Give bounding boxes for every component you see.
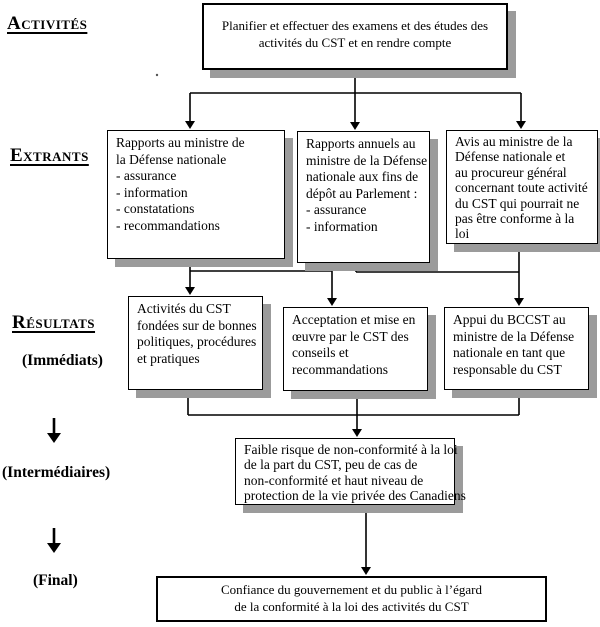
down-arrow-head (47, 433, 61, 443)
result-box-cse-activities: Activités du CST fondées sur de bonnes p… (128, 296, 263, 390)
arrowhead-final (361, 567, 371, 575)
arrowhead-result1 (185, 287, 195, 295)
scan-speck (155, 73, 159, 77)
output-box-reports-minister: Rapports au ministre de la Défense natio… (107, 130, 285, 259)
arrowhead-output1 (185, 121, 195, 129)
flow-lines (187, 70, 522, 567)
down-arrow-icon (47, 528, 61, 553)
arrowhead-output3 (516, 121, 526, 129)
row-label-activities: Activités (7, 13, 88, 34)
output-box-annual-reports: Rapports annuels au ministre de la Défen… (297, 131, 430, 263)
row-label-results: Résultats (12, 312, 96, 333)
row-label-intermediate: (Intermédiaires) (2, 464, 111, 481)
final-outcome-box: Confiance du gouvernement et du public à… (156, 576, 547, 622)
arrowhead-intermediate (352, 429, 362, 437)
row-label-final: (Final) (33, 572, 78, 589)
down-arrow-head (47, 543, 61, 553)
row-label-outputs: Extrants (10, 145, 89, 166)
output-box-advice: Avis au ministre de la Défense nationale… (446, 130, 598, 244)
activity-box: Planifier et effectuer des examens et de… (202, 3, 508, 70)
row-label-immediate: (Immédiats) (22, 352, 103, 369)
result-box-acceptance: Acceptation et mise en œuvre par le CST … (283, 307, 428, 391)
arrowhead-result3 (514, 298, 524, 306)
arrowhead-result2 (327, 298, 337, 306)
arrowhead-output2 (350, 122, 360, 130)
arrowheads (185, 121, 526, 575)
down-arrow-icon (47, 418, 61, 443)
intermediate-outcome-box: Faible risque de non-conformité à la loi… (235, 438, 466, 505)
result-box-support: Appui du BCCST au ministre de la Défense… (444, 307, 589, 390)
